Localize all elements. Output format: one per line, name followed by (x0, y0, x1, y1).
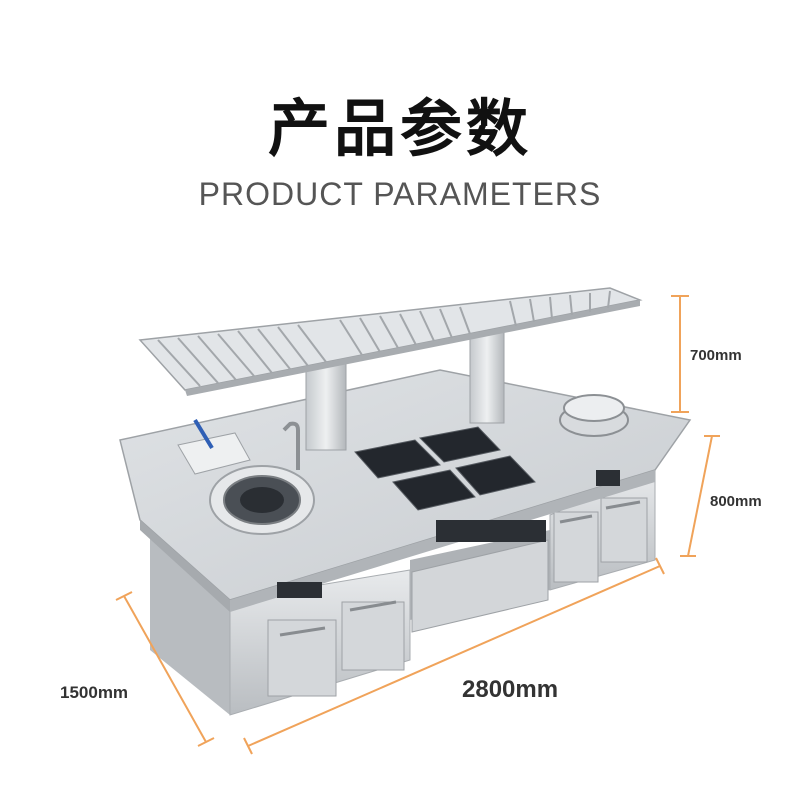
cabinet-base (150, 469, 656, 716)
stock-pot (559, 394, 629, 437)
induction-panels (354, 426, 536, 511)
side-tray (177, 418, 251, 475)
page-title-en: PRODUCT PARAMETERS (198, 176, 602, 212)
dimension-lines (115, 295, 720, 755)
overhead-rack (138, 287, 643, 396)
rack-height-label: 700mm (690, 347, 742, 364)
length-label: 2800mm (462, 676, 559, 703)
depth-label: 1500mm (60, 683, 129, 702)
counter-height-label: 800mm (710, 493, 762, 510)
page-title-cn: 产品参数 (267, 92, 532, 165)
wok-burner (209, 465, 315, 535)
